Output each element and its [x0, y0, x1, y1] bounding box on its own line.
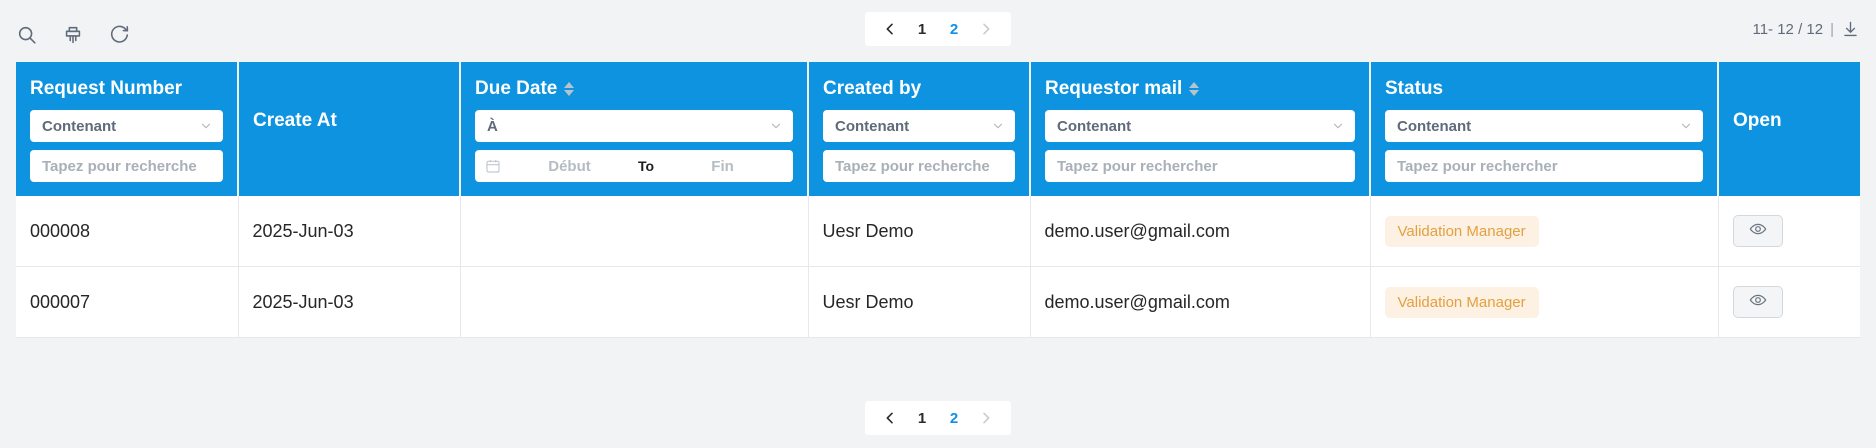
column-title-request-number: Request Number [30, 78, 223, 100]
pagination-top: 1 2 [865, 12, 1011, 46]
toolbar-icon-group [14, 22, 132, 48]
filter-operator-created-by[interactable]: Contenant [823, 110, 1015, 142]
column-title-requestor-mail: Requestor mail [1045, 78, 1355, 100]
filter-operator-value: Contenant [42, 117, 117, 135]
filter-operator-request-number[interactable]: Contenant [30, 110, 223, 142]
cell-open [1718, 266, 1860, 338]
table-body: 000008 2025-Jun-03 Uesr Demo demo.user@g… [16, 196, 1860, 338]
column-title-text: Requestor mail [1045, 78, 1183, 99]
eye-icon [1749, 291, 1767, 314]
chevron-down-icon [991, 119, 1005, 133]
eye-icon [1749, 220, 1767, 243]
record-range-text: 11- 12 / 12 [1752, 21, 1824, 38]
chevron-down-icon [1679, 119, 1693, 133]
pagination-next-button[interactable] [971, 15, 1001, 43]
pagination-prev-button[interactable] [875, 404, 905, 432]
column-title-status: Status [1385, 78, 1703, 100]
table-row[interactable]: 000008 2025-Jun-03 Uesr Demo demo.user@g… [16, 196, 1860, 267]
filter-operator-value: Contenant [1397, 117, 1472, 135]
pagination-next-button[interactable] [971, 404, 1001, 432]
open-row-button[interactable] [1732, 215, 1783, 247]
top-toolbar: 1 2 11- 12 / 12 | [0, 0, 1876, 62]
search-icon[interactable] [14, 22, 40, 48]
filter-input-placeholder: Tapez pour recherche [42, 157, 197, 175]
filter-search-input-created-by[interactable]: Tapez pour recherche [823, 150, 1015, 182]
cell-open [1718, 196, 1860, 267]
filter-operator-value: À [487, 117, 498, 135]
requests-table: Request Number Contenant Tapez pour rech… [16, 62, 1860, 338]
column-header-create-at: Create At [238, 62, 461, 196]
pagination-prev-button[interactable] [875, 15, 905, 43]
filter-search-input-status[interactable]: Tapez pour rechercher [1385, 150, 1703, 182]
status-badge: Validation Manager [1384, 215, 1539, 247]
record-count-separator: | [1830, 21, 1834, 38]
cell-requestor-mail: demo.user@gmail.com [1030, 266, 1371, 338]
cell-created-by: Uesr Demo [808, 266, 1031, 338]
sort-toggle-requestor-mail[interactable] [1189, 82, 1200, 96]
clear-filter-icon[interactable] [60, 22, 86, 48]
filter-operator-status[interactable]: Contenant [1385, 110, 1703, 142]
column-header-created-by: Created by Contenant Tapez pour recherch… [808, 62, 1031, 196]
filter-operator-value: Contenant [1057, 117, 1132, 135]
cell-due-date [460, 196, 809, 267]
sort-toggle-due-date[interactable] [564, 82, 575, 96]
chevron-down-icon [199, 119, 213, 133]
status-badge: Validation Manager [1384, 286, 1539, 318]
column-title-text: Due Date [475, 78, 558, 99]
column-title-text: Status [1385, 78, 1444, 99]
column-title-created-by: Created by [823, 78, 1015, 100]
filter-date-range-due-date[interactable]: Début To Fin [475, 150, 793, 182]
column-title-text: Create At [253, 110, 337, 131]
filter-operator-requestor-mail[interactable]: Contenant [1045, 110, 1355, 142]
calendar-icon [485, 158, 501, 174]
header-row: Request Number Contenant Tapez pour rech… [16, 62, 1860, 196]
column-title-text: Created by [823, 78, 922, 99]
filter-operator-value: Contenant [835, 117, 910, 135]
cell-create-at: 2025-Jun-03 [238, 196, 461, 267]
refresh-icon[interactable] [106, 22, 132, 48]
chevron-down-icon [1331, 119, 1345, 133]
pagination-page-2[interactable]: 2 [949, 20, 959, 38]
column-title-open: Open [1733, 110, 1846, 132]
filter-input-placeholder: Tapez pour recherche [835, 157, 990, 175]
requests-table-container: Request Number Contenant Tapez pour rech… [16, 62, 1860, 338]
download-icon[interactable] [1841, 20, 1860, 39]
column-title-text: Request Number [30, 78, 183, 99]
column-header-request-number: Request Number Contenant Tapez pour rech… [16, 62, 239, 196]
column-header-due-date: Due Date À [460, 62, 809, 196]
cell-requestor-mail: demo.user@gmail.com [1030, 196, 1371, 267]
cell-created-by: Uesr Demo [808, 196, 1031, 267]
table-header: Request Number Contenant Tapez pour rech… [16, 62, 1860, 196]
filter-operator-due-date[interactable]: À [475, 110, 793, 142]
pagination-bottom: 1 2 [865, 401, 1011, 435]
column-header-open: Open [1718, 62, 1860, 196]
date-range-end-input[interactable]: Fin [711, 157, 734, 175]
column-header-status: Status Contenant Tapez pour rechercher [1370, 62, 1719, 196]
cell-status: Validation Manager [1370, 196, 1719, 267]
column-title-text: Open [1733, 110, 1782, 131]
cell-request-number: 000008 [16, 196, 239, 267]
open-cell-inner [1732, 286, 1847, 318]
cell-status: Validation Manager [1370, 266, 1719, 338]
column-header-requestor-mail: Requestor mail Contenant Tapez pour rech… [1030, 62, 1371, 196]
cell-request-number: 000007 [16, 266, 239, 338]
date-range-separator-label: To [637, 158, 655, 174]
pagination-page-1[interactable]: 1 [917, 409, 927, 427]
chevron-down-icon [769, 119, 783, 133]
cell-create-at: 2025-Jun-03 [238, 266, 461, 338]
cell-due-date [460, 266, 809, 338]
filter-search-input-requestor-mail[interactable]: Tapez pour rechercher [1045, 150, 1355, 182]
filter-input-placeholder: Tapez pour rechercher [1397, 157, 1558, 175]
filter-input-placeholder: Tapez pour rechercher [1057, 157, 1218, 175]
record-count-area: 11- 12 / 12 | [1752, 20, 1860, 39]
pagination-page-2[interactable]: 2 [949, 409, 959, 427]
date-range-start-input[interactable]: Début [548, 157, 591, 175]
column-title-due-date: Due Date [475, 78, 793, 100]
open-cell-inner [1732, 215, 1847, 247]
filter-search-input-request-number[interactable]: Tapez pour recherche [30, 150, 223, 182]
pagination-page-1[interactable]: 1 [917, 20, 927, 38]
column-title-create-at: Create At [253, 110, 445, 132]
table-row[interactable]: 000007 2025-Jun-03 Uesr Demo demo.user@g… [16, 266, 1860, 338]
open-row-button[interactable] [1732, 286, 1783, 318]
